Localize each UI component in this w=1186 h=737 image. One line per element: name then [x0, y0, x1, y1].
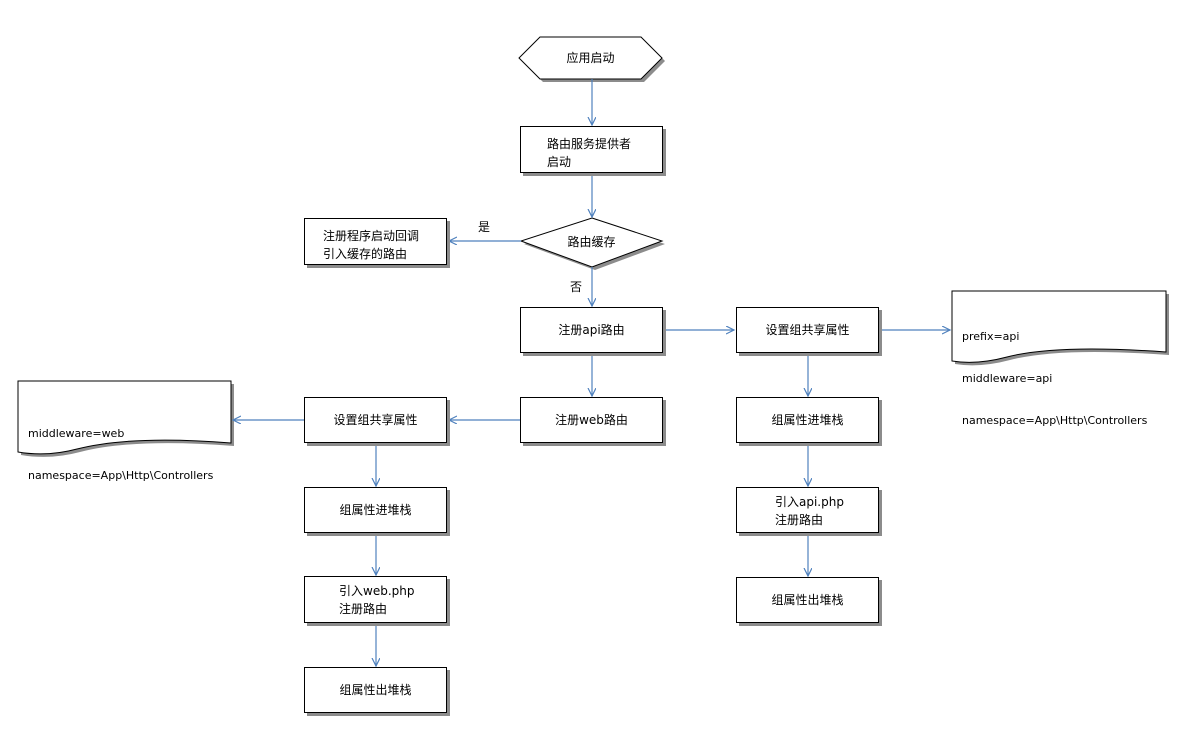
web-doc-line-1: middleware=web [28, 427, 125, 440]
web-doc-shape [17, 380, 232, 455]
api-doc-text: prefix=api middleware=api namespace=App\… [962, 302, 1147, 442]
api-doc-line-3: namespace=App\Http\Controllers [962, 414, 1148, 427]
web-doc-line-2: namespace=App\Http\Controllers [28, 469, 214, 482]
api-doc-shape [951, 290, 1167, 363]
web-push-node: 组属性进堆栈 [304, 487, 447, 533]
cached-line-1: 注册程序启动回调 [323, 229, 420, 243]
cached-line-2: 引入缓存的路由 [323, 247, 408, 261]
api-group-attr-node: 设置组共享属性 [736, 307, 879, 353]
provider-node: 路由服务提供者 启动 [520, 126, 663, 173]
api-pop-node: 组属性出堆栈 [736, 577, 879, 623]
web-group-attr-node: 设置组共享属性 [304, 397, 447, 443]
api-include-node: 引入api.php 注册路由 [736, 487, 879, 533]
api-push-node: 组属性进堆栈 [736, 397, 879, 443]
api-doc-line-1: prefix=api [962, 330, 1020, 343]
web-pop-node: 组属性出堆栈 [304, 667, 447, 713]
provider-line-2: 启动 [547, 155, 572, 169]
start-hexagon [518, 36, 663, 80]
api-include-line-2: 注册路由 [775, 513, 824, 527]
reg-api-node: 注册api路由 [520, 307, 663, 353]
provider-line-1: 路由服务提供者 [547, 137, 632, 151]
decision-node: 路由缓存 [567, 235, 616, 249]
web-doc-text: middleware=web namespace=App\Http\Contro… [28, 399, 213, 497]
cached-node: 注册程序启动回调 引入缓存的路由 [304, 218, 447, 265]
api-doc-line-2: middleware=api [962, 372, 1053, 385]
edge-label-yes: 是 [478, 220, 491, 234]
web-include-node: 引入web.php 注册路由 [304, 576, 447, 623]
edge-label-no: 否 [570, 280, 583, 294]
api-include-line-1: 引入api.php [775, 495, 844, 509]
start-node: 应用启动 [566, 51, 615, 65]
web-include-line-1: 引入web.php [339, 584, 415, 598]
reg-web-node: 注册web路由 [520, 397, 663, 443]
web-include-line-2: 注册路由 [339, 602, 388, 616]
